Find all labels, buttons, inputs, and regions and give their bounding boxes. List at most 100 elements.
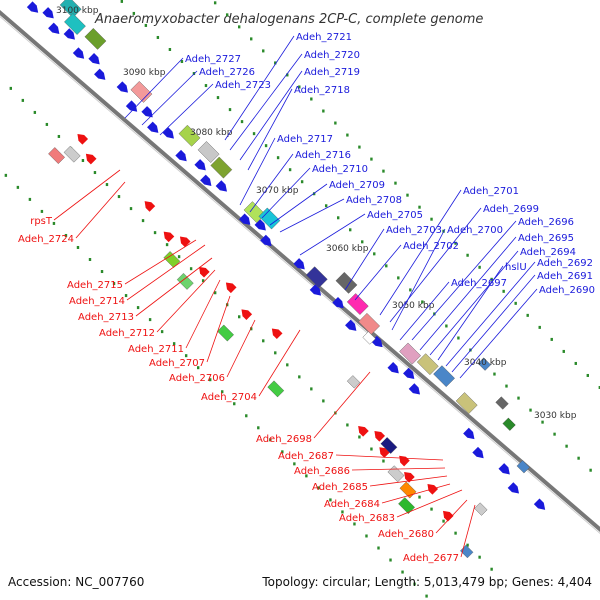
forward-leader-line xyxy=(437,265,504,361)
tick-mark xyxy=(361,240,364,244)
forward-gene-arrow xyxy=(387,362,399,374)
tick-mark xyxy=(300,180,304,184)
forward-feature-block xyxy=(433,365,455,388)
tick-mark xyxy=(598,385,600,389)
tick-mark xyxy=(160,330,164,334)
tick-mark xyxy=(526,313,529,317)
tick-mark xyxy=(129,207,133,211)
forward-gene-label: Adeh_2716 xyxy=(295,150,351,161)
reverse-gene-label: Adeh_2685 xyxy=(312,482,368,493)
kbp-mark: 3080 kbp xyxy=(190,128,233,138)
forward-gene-label: Adeh_2723 xyxy=(215,80,271,91)
reverse-leader-line xyxy=(75,181,126,239)
tick-mark xyxy=(562,349,565,353)
reverse-feature-block-body xyxy=(399,481,417,499)
forward-gene-label: Adeh_2717 xyxy=(277,134,333,145)
tick-mark xyxy=(189,267,193,271)
tick-mark xyxy=(141,219,145,223)
tick-mark xyxy=(358,435,361,439)
reverse-gene-label: Adeh_2686 xyxy=(294,466,350,477)
kbp-mark: 3060 kbp xyxy=(326,244,369,254)
forward-feature-block xyxy=(130,81,153,103)
forward-gene-arrow-shape xyxy=(463,427,475,440)
forward-feature-block-body xyxy=(84,28,107,50)
tick-mark xyxy=(33,110,37,114)
forward-feature-block xyxy=(346,293,369,315)
tick-mark xyxy=(334,121,337,125)
tick-mark xyxy=(240,120,244,124)
tick-mark xyxy=(276,156,280,160)
forward-feature-block-body xyxy=(433,365,455,388)
reverse-leader-line xyxy=(53,169,121,221)
reverse-gene-arrow xyxy=(225,282,237,294)
reverse-gene-label: Adeh_2711 xyxy=(128,344,184,355)
tick-mark xyxy=(454,531,457,535)
extra-feature-block-body xyxy=(516,460,530,474)
reverse-gene-arrow xyxy=(427,484,439,495)
tick-mark xyxy=(418,205,421,209)
forward-feature-block-body xyxy=(130,81,153,103)
forward-gene-arrow-shape xyxy=(408,383,421,395)
reverse-gene-label: Adeh_2684 xyxy=(324,499,380,510)
forward-leader-line xyxy=(344,228,385,291)
forward-leader-line xyxy=(354,244,402,301)
reverse-gene-arrow xyxy=(404,471,415,483)
reverse-feature-block xyxy=(176,273,194,290)
tick-mark xyxy=(305,474,308,478)
forward-leader-line xyxy=(459,288,538,379)
forward-gene-label: Adeh_2702 xyxy=(403,241,459,252)
forward-gene-label: Adeh_2695 xyxy=(518,233,574,244)
forward-leader-line xyxy=(249,153,294,213)
forward-feature-block xyxy=(358,312,380,335)
kbp-mark: 3070 kbp xyxy=(256,186,299,196)
reverse-gene-arrow xyxy=(399,455,410,467)
forward-leader-line xyxy=(451,274,536,373)
forward-feature-block-body xyxy=(358,312,380,335)
tick-mark xyxy=(373,252,376,256)
forward-gene-arrow-shape xyxy=(507,482,520,494)
tick-mark xyxy=(370,157,373,161)
tick-mark xyxy=(245,414,248,418)
reverse-gene-arrow-shape xyxy=(442,510,454,522)
extra-feature-block-body xyxy=(502,417,516,431)
tick-mark xyxy=(490,277,493,281)
forward-feature-block-body xyxy=(455,392,478,414)
reverse-gene-arrow xyxy=(442,510,454,522)
tick-mark xyxy=(21,98,25,102)
reverse-gene-arrow-shape xyxy=(241,309,253,320)
tick-mark xyxy=(324,204,328,208)
tick-mark xyxy=(406,193,409,197)
forward-gene-arrow xyxy=(162,127,174,139)
reverse-gene-arrow xyxy=(241,309,253,320)
forward-feature-block xyxy=(416,353,439,376)
tick-mark xyxy=(358,145,361,149)
tick-mark xyxy=(136,306,140,310)
forward-leader-line xyxy=(229,53,303,151)
reverse-feature-block-body xyxy=(398,497,415,514)
tick-mark xyxy=(394,181,397,185)
backbone-line xyxy=(0,9,600,533)
reverse-feature-block xyxy=(267,380,285,398)
forward-gene-arrow xyxy=(507,482,520,494)
reverse-feature-block-body xyxy=(176,273,194,290)
reverse-feature-block xyxy=(48,147,65,164)
forward-leader-line xyxy=(429,250,519,356)
tick-mark xyxy=(541,420,544,424)
forward-feature-block-body xyxy=(178,124,201,147)
forward-gene-label: Adeh_2726 xyxy=(199,67,255,78)
tick-mark xyxy=(274,61,277,65)
reverse-leader-line xyxy=(351,467,446,471)
tick-mark xyxy=(124,294,128,298)
reverse-gene-arrow-shape xyxy=(404,471,415,483)
forward-gene-arrow xyxy=(94,68,106,80)
tick-mark xyxy=(153,231,157,235)
tick-mark xyxy=(209,378,212,382)
tick-mark xyxy=(180,60,184,64)
tick-mark xyxy=(377,546,380,550)
tick-mark xyxy=(589,468,592,472)
forward-gene-label: Adeh_2697 xyxy=(451,278,507,289)
tick-mark xyxy=(565,444,568,448)
forward-leader-line xyxy=(379,189,462,316)
reverse-gene-label: Adeh_2713 xyxy=(78,312,134,323)
forward-gene-label: Adeh_2694 xyxy=(520,247,576,258)
